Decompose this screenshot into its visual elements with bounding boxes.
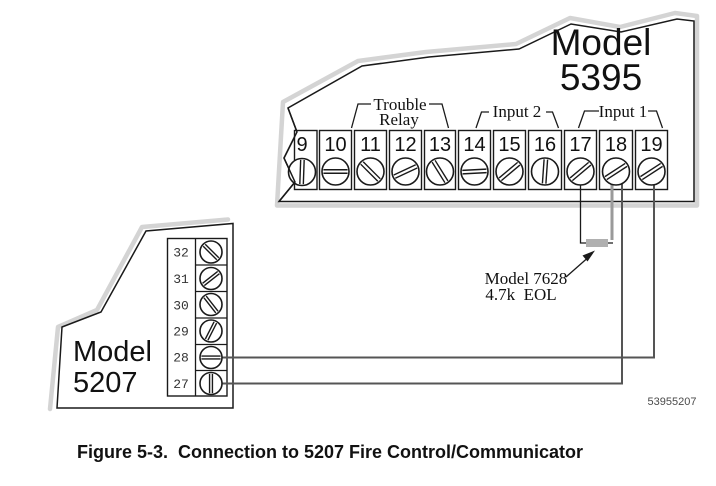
figure-caption: Figure 5-3. Connection to 5207 Fire Cont… [76, 442, 584, 462]
screw-icon [495, 157, 524, 186]
terminal-number-27: 27 [173, 377, 189, 392]
part-number: 53955207 [648, 396, 697, 408]
eol-arrow-line [565, 258, 588, 278]
input2-label: Input 2 [493, 102, 542, 121]
screw-icon [601, 157, 631, 186]
screw-icon [460, 157, 489, 186]
screw-icon [199, 240, 223, 264]
terminal-number-32: 32 [173, 246, 189, 261]
trouble-relay-label-line2: Relay [379, 110, 419, 129]
eol-label-line2: 4.7k EOL [485, 285, 556, 304]
eol-callout: Model 7628 4.7k EOL [485, 250, 595, 304]
terminal-number-29: 29 [173, 325, 189, 340]
panel-5395-title-line2: 5395 [560, 57, 642, 98]
input1-bracket-right [648, 110, 664, 129]
terminal-number: 9 [296, 134, 307, 156]
screw-icon [356, 157, 385, 186]
terminal-number: 19 [640, 134, 662, 156]
eol-label-line1: Model 7628 [485, 269, 568, 288]
screw-icon [425, 157, 455, 186]
terminal-number: 11 [360, 134, 381, 156]
input1-bracket-left [577, 110, 599, 129]
screw-icon [199, 345, 223, 370]
input1-label: Input 1 [599, 102, 648, 121]
trouble-relay-bracket-right [429, 103, 450, 129]
wire-18-to-27 [220, 176, 623, 385]
screw-icon [199, 266, 223, 291]
screw-icon [637, 157, 666, 186]
wiring [220, 176, 655, 385]
panel-5207-title-line1: Model [73, 336, 152, 368]
panel-5395-title-line1: Model [551, 22, 652, 63]
eol-arrowhead-icon [582, 250, 595, 262]
terminal-number: 18 [605, 134, 627, 156]
screw-icon [391, 157, 420, 186]
screw-icon [199, 319, 223, 343]
terminal-number-30: 30 [173, 299, 189, 314]
terminal-number: 10 [324, 134, 346, 156]
terminal-number-28: 28 [173, 351, 189, 366]
screw-icon [530, 157, 560, 186]
wiring-diagram: Model 5395 Trouble Relay Input 2 Input 1… [47, 10, 700, 412]
trouble-relay-label-line1: Trouble [373, 95, 426, 114]
terminal-number: 16 [534, 134, 556, 156]
terminal-number-31: 31 [173, 272, 189, 287]
input2-bracket-right [546, 111, 560, 129]
terminal-strip-frame [166, 237, 228, 397]
screw-icon [287, 157, 317, 187]
panel-5395-shadow [274, 10, 700, 208]
screws [199, 157, 666, 396]
input2-bracket-left [475, 111, 489, 129]
terminal-number: 14 [463, 134, 485, 156]
screw-icon [199, 371, 223, 396]
terminal-number: 13 [429, 134, 451, 156]
terminal-strip-5207: 32 31 30 29 28 27 [166, 237, 228, 397]
eol-resistor [586, 239, 608, 247]
screw-icon [566, 157, 595, 186]
terminal-number: 17 [569, 134, 591, 156]
panel-5207-title-line2: 5207 [73, 367, 138, 399]
panel-5207-shadow [47, 217, 231, 412]
wire-19-to-28 [220, 176, 655, 359]
terminal-number: 12 [394, 134, 416, 156]
terminal-number: 15 [498, 134, 520, 156]
torn-edge-overlay [278, 107, 298, 202]
screw-icon [321, 157, 350, 186]
model-5207-panel: Model 5207 32 31 30 29 28 27 [47, 217, 234, 412]
trouble-relay-bracket-left [350, 103, 371, 129]
screw-icon [199, 292, 223, 317]
